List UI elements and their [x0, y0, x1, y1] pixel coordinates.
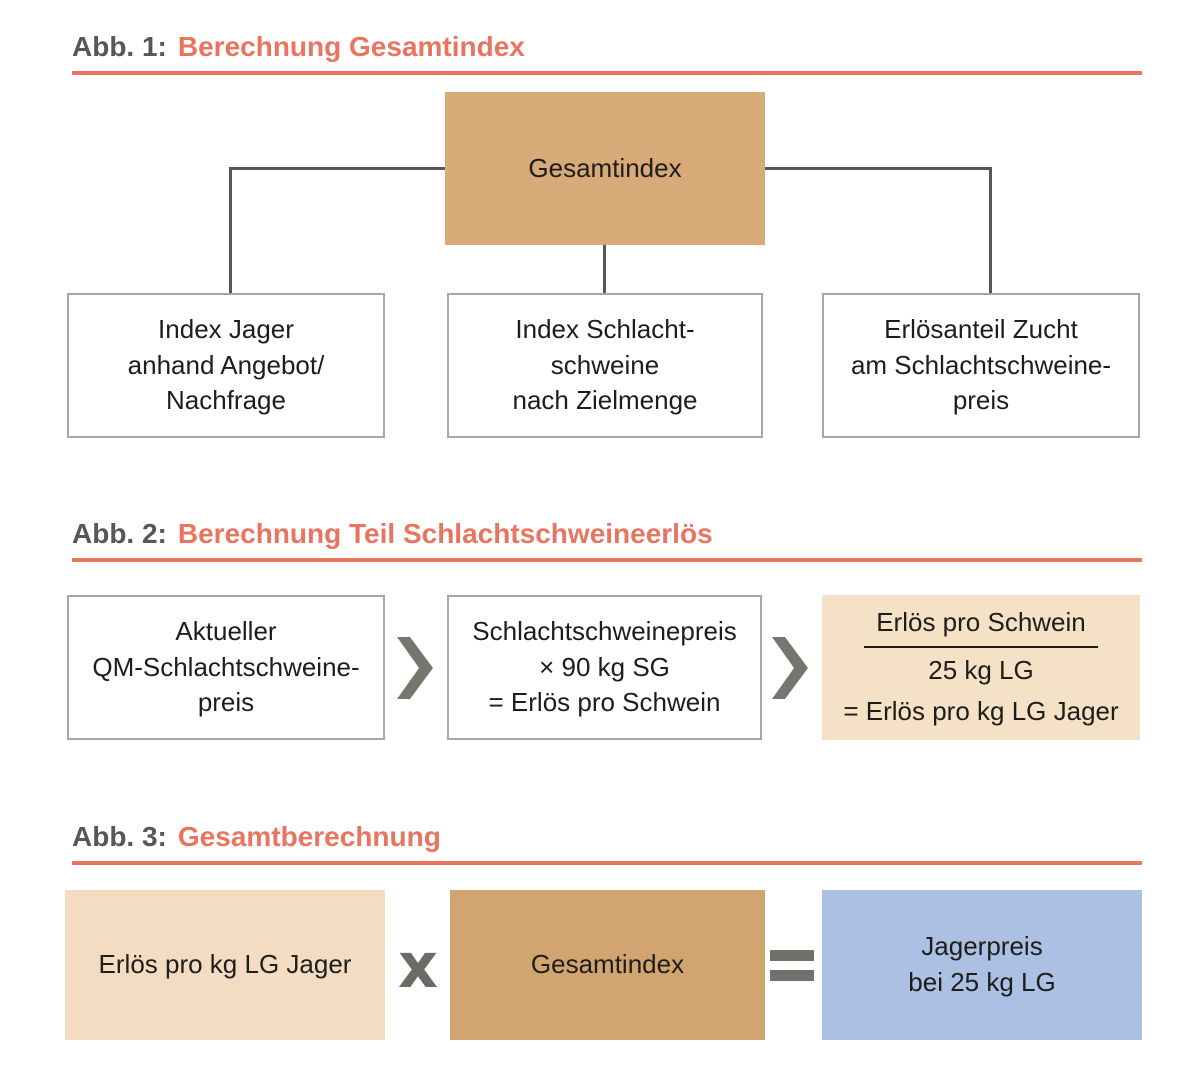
fig3-label: Abb. 3:: [72, 821, 167, 852]
connector-left-vertical: [229, 167, 232, 293]
fig2-label: Abb. 2:: [72, 518, 167, 549]
connector-center-vertical: [603, 245, 606, 293]
fig3-factor2-label: Gesamtindex: [530, 949, 685, 980]
chevron-right-icon: [772, 637, 808, 699]
fig2-step2-label: Schlachtschweinepreis × 90 kg SG = Erlös…: [472, 615, 737, 718]
fig1-child-label-2: Index Schlacht- schweine nach Zielmenge: [512, 313, 698, 416]
fig3-factor2-box: Gesamtindex: [450, 890, 765, 1040]
fig2-fraction-result: = Erlös pro kg LG Jager: [843, 696, 1119, 727]
fig2-result-box: Erlös pro Schwein 25 kg LG = Erlös pro k…: [822, 595, 1140, 740]
fig3-factor1-label: Erlös pro kg LG Jager: [98, 949, 352, 980]
equals-bar-top: [770, 950, 814, 961]
fig3-result-box: Jagerpreis bei 25 kg LG: [822, 890, 1142, 1040]
fig3-header: Abb. 3: Gesamtberechnung: [72, 822, 1142, 865]
fig1-child-box-3: Erlösanteil Zucht am Schlachtschweine- p…: [822, 293, 1140, 438]
chevron-right-icon: [397, 637, 433, 699]
fig3-factor1-box: Erlös pro kg LG Jager: [65, 890, 385, 1040]
equals-bar-bottom: [770, 970, 814, 981]
equals-icon: [770, 950, 814, 981]
connector-right-vertical: [989, 167, 992, 293]
fig1-child-box-2: Index Schlacht- schweine nach Zielmenge: [447, 293, 763, 438]
fig1-child-label-1: Index Jager anhand Angebot/ Nachfrage: [127, 313, 325, 416]
fig1-child-box-1: Index Jager anhand Angebot/ Nachfrage: [67, 293, 385, 438]
fig1-root-box: Gesamtindex: [445, 92, 765, 245]
fig2-header: Abb. 2: Berechnung Teil Schlachtschweine…: [72, 519, 1142, 562]
multiply-icon: x: [398, 929, 438, 1002]
fig2-title: Berechnung Teil Schlachtschweineerlös: [177, 518, 713, 549]
fig1-header: Abb. 1: Berechnung Gesamtindex: [72, 32, 1142, 75]
fig1-child-label-3: Erlösanteil Zucht am Schlachtschweine- p…: [850, 313, 1112, 416]
fig2-step1-box: Aktueller QM-Schlachtschweine- preis: [67, 595, 385, 740]
fig2-fraction-denominator: 25 kg LG: [928, 654, 1034, 685]
fig3-result-label: Jagerpreis bei 25 kg LG: [908, 931, 1056, 997]
fig1-title: Berechnung Gesamtindex: [177, 31, 525, 62]
fig2-step1-label: Aktueller QM-Schlachtschweine- preis: [92, 615, 360, 718]
fig2-fraction-numerator: Erlös pro Schwein: [864, 606, 1098, 648]
fig1-label: Abb. 1:: [72, 31, 167, 62]
fig2-step2-box: Schlachtschweinepreis × 90 kg SG = Erlös…: [447, 595, 762, 740]
fig1-root-label: Gesamtindex: [528, 152, 682, 183]
fig2-fraction: Erlös pro Schwein 25 kg LG = Erlös pro k…: [843, 606, 1118, 729]
connector-right-horizontal: [765, 167, 992, 170]
fig3-title: Gesamtberechnung: [177, 821, 441, 852]
connector-left-horizontal: [229, 167, 445, 170]
